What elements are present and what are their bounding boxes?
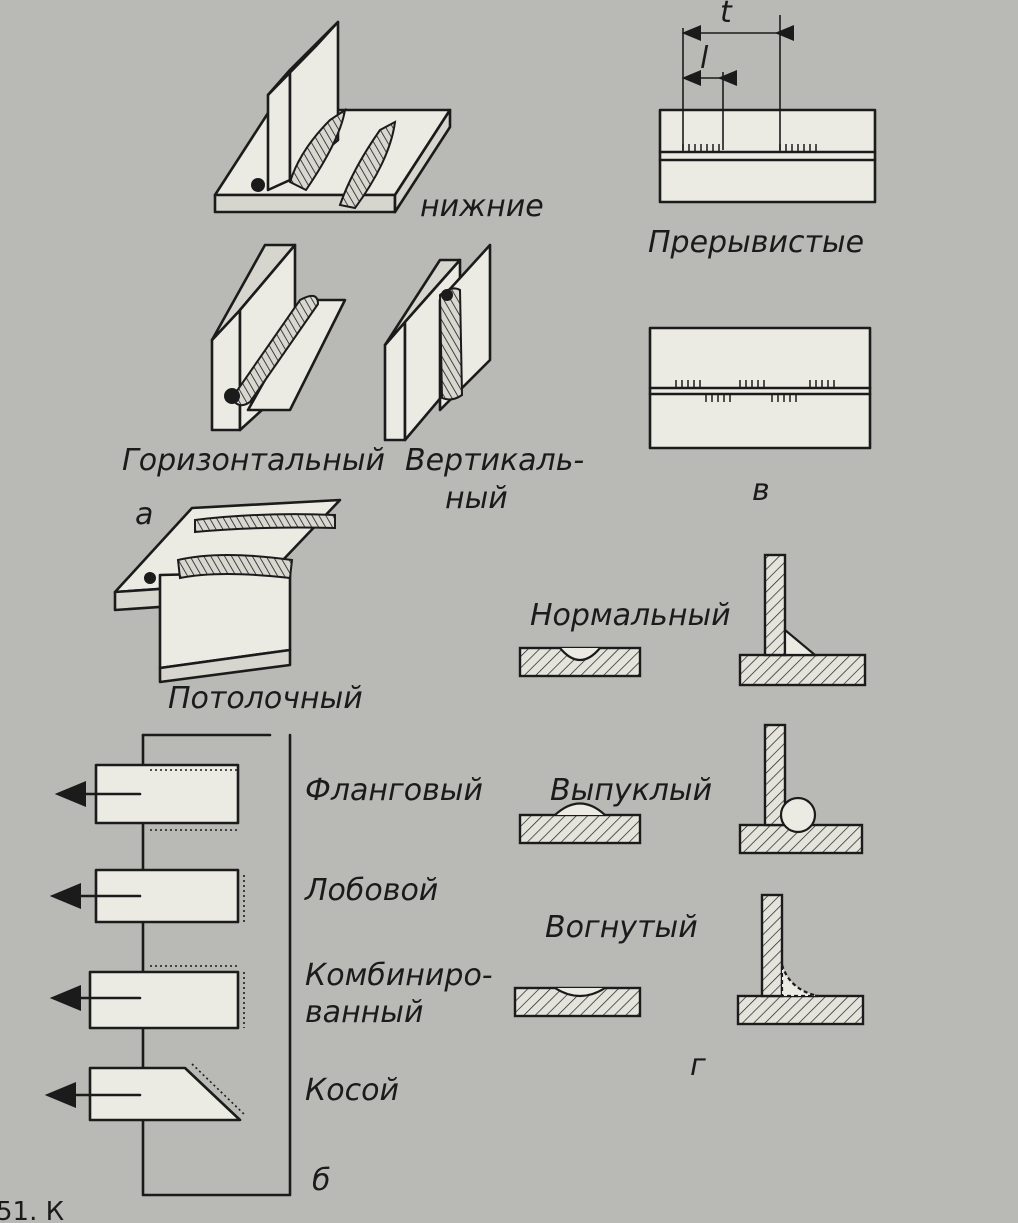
label-vognuty: Вогнутый bbox=[545, 910, 698, 945]
dim-t: t bbox=[720, 0, 733, 30]
joint-kosoy bbox=[44, 1063, 247, 1122]
sublabel-v: в bbox=[752, 473, 770, 508]
weld-ticks-1 bbox=[682, 144, 720, 152]
label-vertikal-2: ный bbox=[445, 481, 508, 516]
caption-fragment: 51. К bbox=[0, 1197, 64, 1223]
intermittent-staggered-figure bbox=[648, 326, 872, 450]
joint-lobovoy bbox=[49, 868, 245, 924]
label-flangovy: Фланговый bbox=[305, 773, 483, 808]
joint-types-figure: Фланговый Лобовой Комбиниро- ванный Косо… bbox=[44, 733, 493, 1197]
profile-vypukly bbox=[518, 723, 864, 855]
weld-vertical-figure bbox=[383, 243, 492, 442]
profile-normalny bbox=[518, 553, 867, 687]
label-vertikal-1: Вертикаль- bbox=[405, 443, 584, 478]
label-nizhnie: нижние bbox=[420, 189, 544, 224]
label-lobovoy: Лобовой bbox=[304, 873, 438, 908]
label-preryvistye: Прерывистые bbox=[648, 225, 864, 260]
weld-ticks-2 bbox=[779, 144, 817, 152]
weld-overhead-figure bbox=[113, 498, 342, 684]
joint-flangovy bbox=[54, 763, 240, 831]
sublabel-g: г bbox=[690, 1048, 706, 1083]
dim-l: l bbox=[700, 41, 709, 76]
label-normalny: Нормальный bbox=[530, 598, 731, 633]
weld-downhand-figure bbox=[213, 20, 452, 214]
profile-vognuty bbox=[513, 893, 865, 1026]
sublabel-a: а bbox=[135, 497, 153, 532]
label-vypukly: Выпуклый bbox=[550, 773, 712, 808]
label-potolochny: Потолочный bbox=[168, 681, 363, 716]
intermittent-top-figure bbox=[658, 15, 877, 204]
label-kombinir-2: ванный bbox=[305, 995, 423, 1030]
staggered-ticks bbox=[675, 380, 835, 402]
label-kosoy: Косой bbox=[305, 1073, 399, 1108]
sublabel-b: б bbox=[312, 1163, 331, 1198]
joint-kombinirovanny bbox=[49, 965, 245, 1030]
label-gorizontalny: Горизонтальный bbox=[122, 443, 385, 478]
label-kombinir-1: Комбиниро- bbox=[305, 958, 493, 993]
weld-horizontal-figure bbox=[210, 243, 347, 432]
